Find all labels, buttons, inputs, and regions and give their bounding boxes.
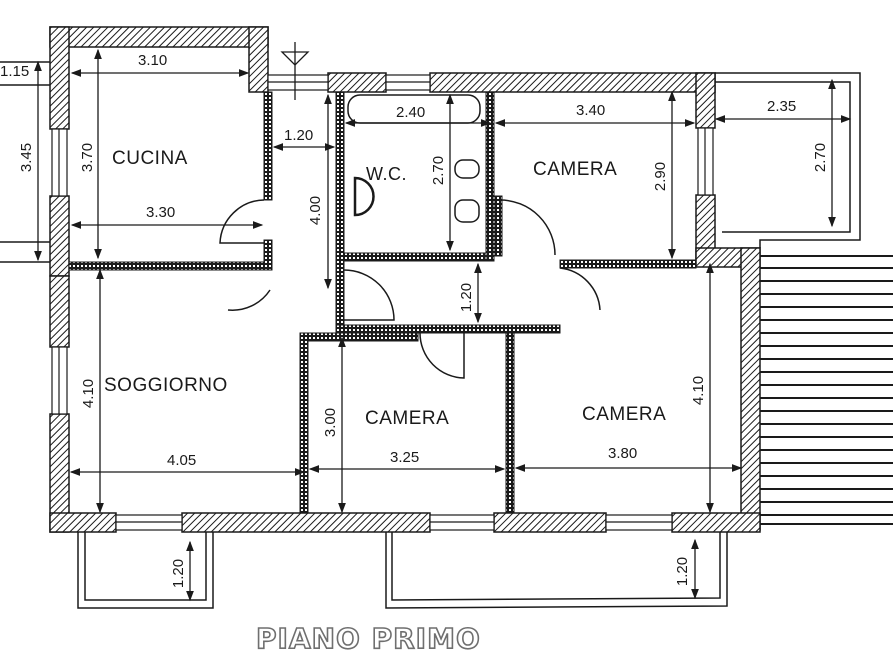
room-label-camera-ne: CAMERA xyxy=(533,159,618,180)
dim-balcony-sw-depth: 1.20 xyxy=(170,558,188,589)
dim-camera-se-width: 3.80 xyxy=(608,445,638,462)
dim-corridor-length: 4.00 xyxy=(307,195,325,226)
dimension-lines xyxy=(34,48,852,602)
dim-camera-s-height: 3.00 xyxy=(322,407,340,438)
dim-wc-width: 2.40 xyxy=(396,104,426,121)
balconies xyxy=(0,61,861,609)
room-label-wc: W.C. xyxy=(366,164,407,184)
dim-wc-height: 2.70 xyxy=(430,155,448,186)
dim-cucina-height: 3.70 xyxy=(79,142,97,173)
room-label-camera-se: CAMERA xyxy=(582,404,667,425)
dim-camera-s-width: 3.25 xyxy=(390,449,420,466)
dim-soggiorno-width: 4.05 xyxy=(167,452,197,469)
stairs xyxy=(760,255,893,525)
windows xyxy=(51,74,714,531)
level-marker xyxy=(280,42,310,100)
dim-camera-ne-height: 2.90 xyxy=(652,161,670,192)
room-label-camera-s: CAMERA xyxy=(365,408,450,429)
dim-hall-width: 1.20 xyxy=(458,282,476,313)
dim-balcony-se-depth: 1.20 xyxy=(674,556,692,587)
dim-balcony-w-width: 1.15 xyxy=(0,63,30,80)
dim-terrace-ne-height: 2.70 xyxy=(812,142,830,173)
dim-balcony-w-height: 3.45 xyxy=(18,142,36,173)
dim-camera-se-height: 4.10 xyxy=(690,375,708,406)
interior-walls xyxy=(68,91,697,514)
dim-cucina-width-top: 3.10 xyxy=(138,52,168,69)
dim-soggiorno-height: 4.10 xyxy=(80,378,98,409)
dim-terrace-ne-width: 2.35 xyxy=(767,98,797,115)
room-label-cucina: CUCINA xyxy=(112,148,188,169)
dim-corridor-width: 1.20 xyxy=(284,127,314,144)
dim-cucina-width-bottom: 3.30 xyxy=(146,204,176,221)
floor-title: PIANO PRIMO xyxy=(255,621,481,656)
room-label-soggiorno: SOGGIORNO xyxy=(104,375,228,396)
dim-camera-ne-width: 3.40 xyxy=(576,102,606,119)
